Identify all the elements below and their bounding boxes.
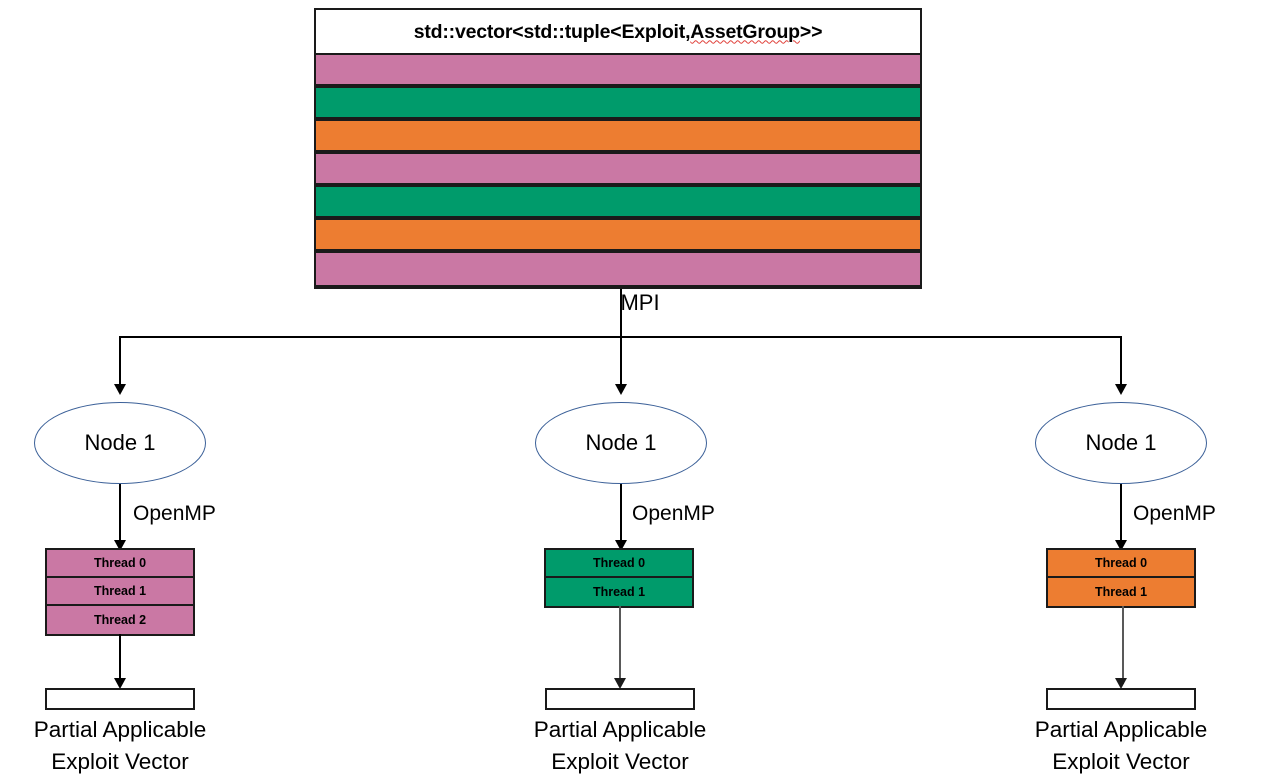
vector-header-label: std::vector<std::tuple<Exploit, AssetGro… (316, 10, 920, 54)
output-caption-line-1: Partial Applicable (533, 717, 707, 742)
thread-cell[interactable]: Thread 1 (47, 578, 193, 606)
output-caption-2: Partial Applicable Exploit Vector (485, 714, 755, 778)
thread-stack-1: Thread 0 Thread 1 Thread 2 (45, 548, 195, 636)
vector-header-text-misspelled: AssetGroup (690, 20, 800, 43)
thread-cell[interactable]: Thread 1 (546, 578, 692, 606)
output-caption-1: Partial Applicable Exploit Vector (0, 714, 255, 778)
node-label-2: Node 1 (585, 430, 657, 455)
output-box-2 (545, 688, 695, 710)
output-caption-3: Partial Applicable Exploit Vector (986, 714, 1256, 778)
mpi-stem-line (620, 289, 622, 337)
output-box-3 (1046, 688, 1196, 710)
mpi-branch-line-3 (1120, 336, 1122, 386)
vector-row (316, 185, 920, 218)
output-caption-line-1: Partial Applicable (33, 717, 207, 742)
output-line-1 (119, 634, 121, 684)
node-ellipse-3[interactable]: Node 1 (1035, 402, 1207, 484)
output-caption-line-2: Exploit Vector (1052, 749, 1190, 774)
vector-header-text-tail: >> (799, 20, 823, 43)
openmp-arrow-3 (1115, 540, 1127, 551)
node-ellipse-1[interactable]: Node 1 (34, 402, 206, 484)
thread-stack-3: Thread 0 Thread 1 (1046, 548, 1196, 608)
thread-cell[interactable]: Thread 0 (546, 550, 692, 578)
openmp-arrow-1 (114, 540, 126, 551)
vector-row (316, 251, 920, 287)
mpi-branch-arrow-1 (114, 384, 126, 395)
openmp-label-2: OpenMP (632, 502, 715, 525)
output-caption-line-2: Exploit Vector (551, 749, 689, 774)
output-line-3 (1122, 606, 1124, 684)
output-arrow-2 (614, 678, 626, 689)
output-arrow-1 (114, 678, 126, 689)
openmp-line-2 (620, 484, 622, 542)
vector-row (316, 86, 920, 119)
openmp-arrow-2 (615, 540, 627, 551)
vector-row (316, 152, 920, 185)
vector-header-text-plain: std::vector<std::tuple<Exploit, (413, 20, 691, 43)
mpi-branch-arrow-2 (615, 384, 627, 395)
thread-cell[interactable]: Thread 2 (47, 606, 193, 634)
node-label-3: Node 1 (1085, 430, 1157, 455)
openmp-label-1: OpenMP (133, 502, 216, 525)
vector-row (316, 218, 920, 251)
output-caption-line-1: Partial Applicable (1034, 717, 1208, 742)
vector-row (316, 119, 920, 152)
thread-cell[interactable]: Thread 0 (1048, 550, 1194, 578)
node-label-1: Node 1 (84, 430, 156, 455)
output-caption-line-2: Exploit Vector (51, 749, 189, 774)
openmp-line-1 (119, 484, 121, 542)
mpi-branch-arrow-3 (1115, 384, 1127, 395)
thread-stack-2: Thread 0 Thread 1 (544, 548, 694, 608)
mpi-label: MPI (620, 290, 660, 315)
thread-cell[interactable]: Thread 0 (47, 550, 193, 578)
thread-cell[interactable]: Thread 1 (1048, 578, 1194, 606)
openmp-label-3: OpenMP (1133, 502, 1216, 525)
vector-row (316, 53, 920, 86)
mpi-branch-line-1 (119, 336, 121, 386)
mpi-branch-line-2 (620, 336, 622, 386)
output-arrow-3 (1115, 678, 1127, 689)
openmp-line-3 (1120, 484, 1122, 542)
node-ellipse-2[interactable]: Node 1 (535, 402, 707, 484)
output-box-1 (45, 688, 195, 710)
output-line-2 (619, 606, 621, 684)
